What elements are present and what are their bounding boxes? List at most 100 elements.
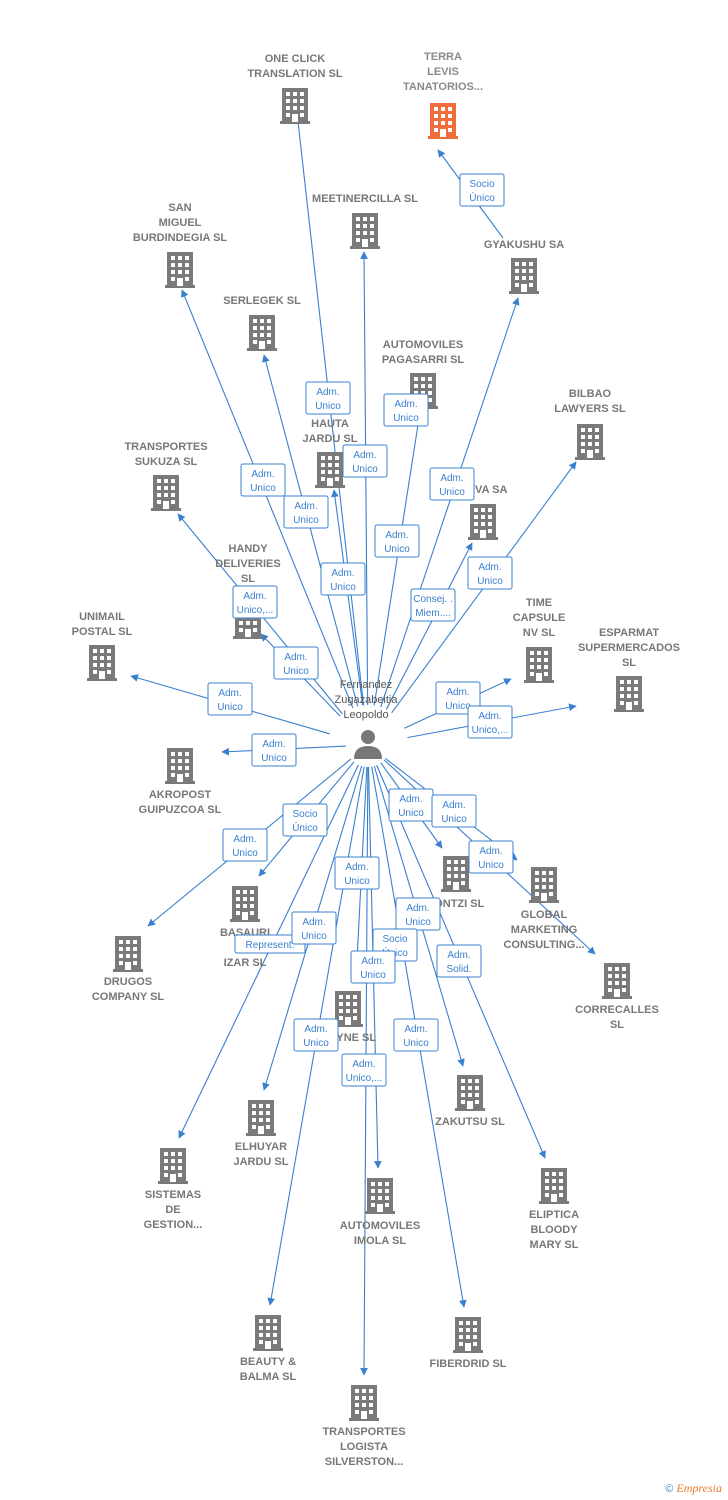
node-tontzi[interactable]: TONTZI SL	[428, 856, 485, 910]
edge-meetincercilla	[360, 251, 369, 706]
building-icon	[253, 1315, 283, 1351]
node-meetincercilla[interactable]: MEETINERCILLA SL	[312, 193, 418, 249]
relation-label[interactable]: Adm.Unico	[293, 1018, 339, 1052]
building-icon	[151, 475, 181, 511]
building-icon	[453, 1317, 483, 1353]
relation-box	[207, 682, 253, 716]
node-zakutsu[interactable]: ZAKUTSU SL	[435, 1075, 505, 1128]
node-label-line: HANDY	[228, 543, 268, 555]
brand-name: Empresia	[676, 1481, 722, 1495]
node-label-line: TRANSPORTES	[322, 1426, 405, 1438]
node-label-line: LEVIS	[427, 66, 459, 78]
node-label-line: ZAKUTSU SL	[435, 1116, 505, 1128]
relation-label[interactable]: Adm.Unico	[342, 444, 388, 478]
relation-label[interactable]: Adm.Unico	[431, 794, 477, 828]
node-gyakushu[interactable]: GYAKUSHU SA	[484, 239, 564, 294]
relation-text: Adm.	[442, 800, 465, 811]
relation-label[interactable]: Adm.Unico,...	[232, 585, 278, 619]
relation-label[interactable]: Adm.Unico	[240, 463, 286, 497]
relation-box	[320, 562, 366, 596]
relation-label[interactable]: Adm.Unico	[429, 467, 475, 501]
relation-label[interactable]: Adm.Unico	[273, 646, 319, 680]
building-icon	[614, 676, 644, 712]
relation-label[interactable]: Adm.Unico	[350, 950, 396, 984]
relation-text: Unico	[344, 876, 370, 887]
node-label-line: FIBERDRID SL	[430, 1358, 507, 1370]
center-label-line: Fernandez	[340, 679, 393, 691]
relation-label[interactable]: Adm.Unico	[334, 856, 380, 890]
relation-label[interactable]: Adm.Unico	[320, 562, 366, 596]
relation-label[interactable]: Adm.Unico,...	[341, 1053, 387, 1087]
relation-text: Unico	[261, 753, 287, 764]
relation-box	[383, 393, 429, 427]
relation-text: Adm.	[404, 1024, 427, 1035]
node-label-line: PAGASARRI SL	[382, 354, 465, 366]
relation-text: Adm.	[352, 1059, 375, 1070]
relation-box	[468, 840, 514, 874]
node-label-line: JARDU SL	[233, 1156, 288, 1168]
node-basauri[interactable]: BASAURIFIIZAR SL	[220, 886, 270, 969]
relation-label[interactable]: Adm.Unico	[467, 556, 513, 590]
node-label-line: MEETINERCILLA SL	[312, 193, 418, 205]
relation-label[interactable]: Adm.Unico	[222, 828, 268, 862]
relation-label[interactable]: Adm.Unico	[305, 381, 351, 415]
relation-label[interactable]: Adm.Unico	[393, 1018, 439, 1052]
node-label-line: TRANSLATION SL	[247, 68, 342, 80]
relation-label[interactable]: Adm.Unico	[251, 733, 297, 767]
person-icon	[354, 746, 382, 759]
footer-brand[interactable]: © Empresia	[665, 1481, 722, 1496]
relation-label[interactable]: Adm.Unico	[395, 897, 441, 931]
relation-text: Unico,...	[237, 605, 274, 616]
edge-nova	[385, 542, 473, 710]
relation-box	[431, 794, 477, 828]
relation-label[interactable]: Adm.Unico	[291, 911, 337, 945]
node-fiberdrid[interactable]: FIBERDRID SL	[430, 1317, 507, 1370]
building-icon	[230, 886, 260, 922]
relation-text: Adm.	[218, 688, 241, 699]
relation-label[interactable]: Adm.Unico	[468, 840, 514, 874]
edge-gyakushu	[380, 297, 520, 708]
relation-label[interactable]: Consej. .Miem....	[410, 588, 456, 622]
relation-label[interactable]: Adm.Solid.	[436, 944, 482, 978]
relation-text: Adm.	[233, 834, 256, 845]
building-icon	[575, 424, 605, 460]
building-icon	[165, 252, 195, 288]
node-serlegek[interactable]: SERLEGEK SL	[223, 295, 301, 351]
relation-label[interactable]: Adm.Unico	[374, 524, 420, 558]
node-beauty-balma[interactable]: BEAUTY &BALMA SL	[240, 1315, 297, 1383]
node-label-line: SERLEGEK SL	[223, 295, 301, 307]
relation-label[interactable]: Adm.Unico,...	[467, 705, 513, 739]
relation-label[interactable]: Adm.Unico	[383, 393, 429, 427]
relation-label[interactable]: Adm.Unico	[207, 682, 253, 716]
relation-label[interactable]: Adm.Unico	[388, 788, 434, 822]
node-label-line: BILBAO	[569, 388, 612, 400]
relation-label[interactable]: Adm.Unico	[283, 495, 329, 529]
